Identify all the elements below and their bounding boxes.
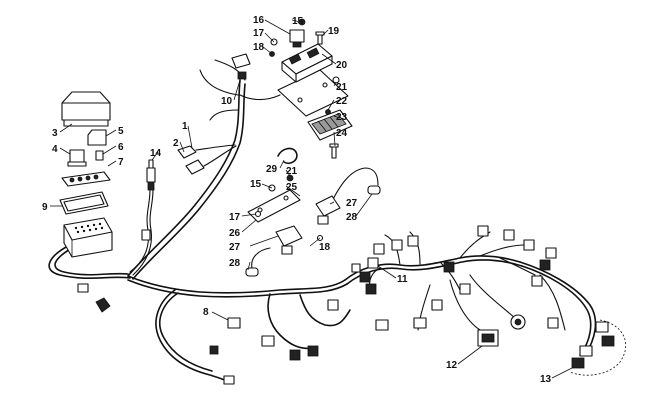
callout-1: 1	[182, 121, 188, 132]
connectors-right-top	[443, 225, 557, 295]
callouts: 1 2 3 4 5 6 7 8 9 10 11 12 13 14 15 15 1…	[42, 15, 552, 385]
washer-21-top	[332, 76, 340, 84]
connector-10	[231, 53, 251, 80]
fuse-6	[95, 150, 104, 161]
callout-7: 7	[118, 157, 124, 168]
callout-22: 22	[336, 96, 348, 107]
connectors-11	[351, 235, 419, 295]
callout-19: 19	[328, 26, 340, 37]
callout-2: 2	[173, 138, 179, 149]
callout-4: 4	[52, 144, 58, 155]
connector-8	[209, 317, 241, 385]
module-12	[413, 299, 559, 347]
callout-27-right: 27	[346, 198, 358, 209]
callout-29: 29	[266, 164, 278, 175]
callout-5: 5	[118, 126, 124, 137]
callout-18-top: 18	[253, 42, 265, 53]
fuse-strip-7	[61, 171, 111, 187]
relay-4	[67, 149, 87, 167]
sensor-28-left	[245, 247, 271, 277]
connector-left-bottom	[77, 283, 111, 313]
callout-20: 20	[336, 60, 348, 71]
callout-17-top: 17	[253, 28, 265, 39]
callout-21-top: 21	[336, 82, 348, 93]
callout-25: 25	[286, 182, 298, 193]
bolt-19	[315, 31, 325, 45]
fuse-block-base	[63, 217, 113, 258]
relay-cover	[61, 91, 111, 127]
sensor-14	[141, 159, 156, 241]
callout-28-left: 28	[229, 258, 241, 269]
callout-18-mid: 18	[319, 242, 331, 253]
callout-21-mid: 21	[286, 166, 298, 177]
gasket-9	[59, 191, 109, 215]
connectors-13	[569, 319, 627, 376]
callout-24: 24	[336, 128, 348, 139]
callout-15-mid: 15	[250, 179, 262, 190]
bracket-26	[247, 189, 301, 223]
washer-17-mid	[254, 210, 262, 218]
callout-28-right: 28	[346, 212, 358, 223]
leader-lines	[50, 19, 573, 379]
callout-8: 8	[203, 307, 209, 318]
callout-11: 11	[397, 274, 408, 285]
relay-5	[87, 129, 107, 146]
callout-23: 23	[336, 112, 348, 123]
connector-1-2	[177, 144, 237, 175]
callout-9: 9	[42, 202, 48, 213]
callout-27-left: 27	[229, 242, 241, 253]
sensor-27-left	[275, 225, 303, 255]
bolt-24	[329, 143, 339, 159]
callout-15-top: 15	[292, 16, 304, 27]
callout-12: 12	[446, 360, 458, 371]
callout-16: 16	[253, 15, 265, 26]
sensor-27-right	[315, 195, 341, 225]
rectifier-23	[307, 109, 353, 141]
cdi-module-20	[281, 43, 333, 83]
callout-13: 13	[540, 374, 552, 385]
nuts-15-21-mid	[268, 174, 294, 192]
callout-6: 6	[118, 142, 124, 153]
callout-3: 3	[52, 128, 58, 139]
callout-14: 14	[150, 148, 162, 159]
relay-16	[289, 29, 305, 48]
connectors-bottom-center	[261, 299, 389, 361]
callout-17-mid: 17	[229, 212, 241, 223]
clip-29	[277, 147, 298, 165]
sensor-28-right	[367, 185, 381, 195]
callout-26: 26	[229, 228, 241, 239]
callout-10: 10	[221, 96, 233, 107]
